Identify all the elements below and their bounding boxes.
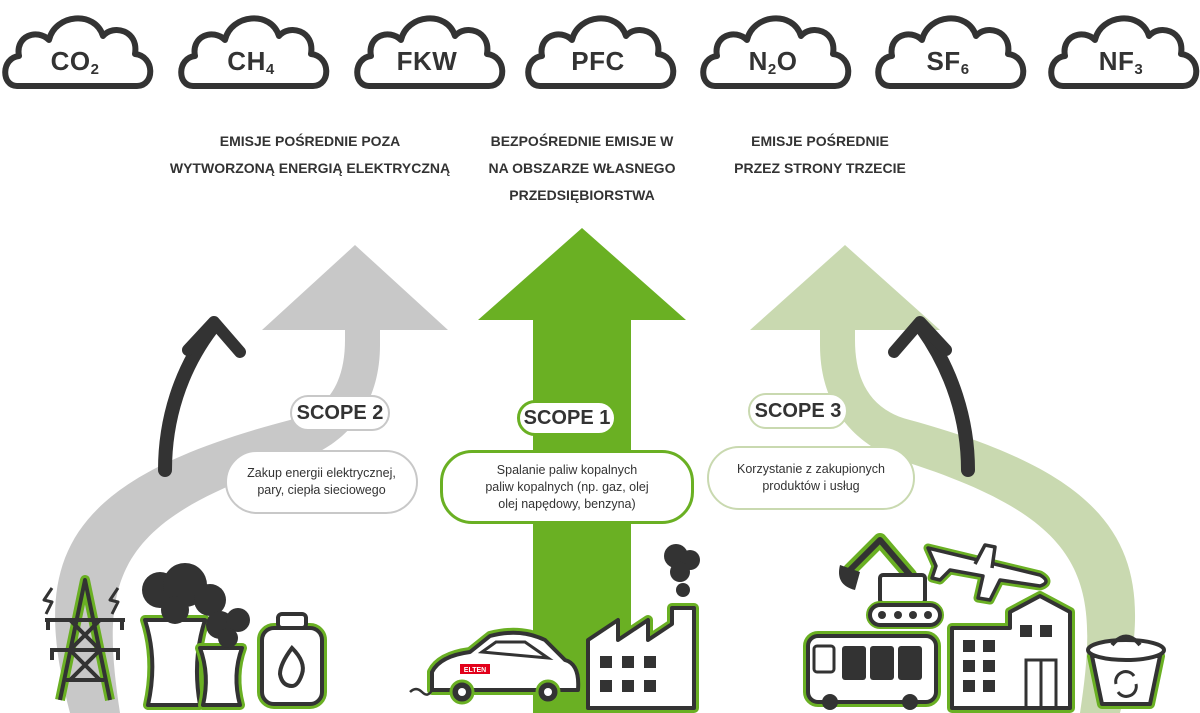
elten-logo: ELTEN <box>464 667 486 674</box>
scope1-description: BEZPOŚREDNIE EMISJE W NA OBSZARZE WŁASNE… <box>460 128 704 209</box>
note-line: Korzystanie z zakupionych <box>737 462 885 476</box>
bus-icon <box>803 631 941 710</box>
scope2-grey-arrow <box>55 245 449 713</box>
gas-formula: CH <box>227 46 266 76</box>
scope2-description: EMISJE POŚREDNIE POZA WYTWORZONĄ ENERGIĄ… <box>160 128 460 182</box>
gas-formula: FKW <box>396 46 458 76</box>
scope2-dark-arrowhead <box>182 316 246 358</box>
gas-label-n2o: N2O <box>703 46 843 78</box>
gas-cylinder-icon <box>257 612 327 709</box>
recycling-bin-icon <box>1086 634 1166 709</box>
gas-label-ch4: CH4 <box>181 46 321 78</box>
car-icon: ELTEN <box>409 627 584 705</box>
scope3-dark-arrowhead <box>888 316 952 358</box>
gas-subscript: 6 <box>960 61 970 78</box>
gas-label-fkw: FKW <box>357 46 497 77</box>
description-line: EMISJE POŚREDNIE <box>751 133 889 149</box>
scope3-description: EMISJE POŚREDNIE PRZEZ STRONY TRZECIE <box>705 128 935 182</box>
note-line: paliw kopalnych (np. gaz, olej <box>485 479 649 494</box>
power-pylon-icon <box>42 575 125 702</box>
gas-label-co2: CO2 <box>5 46 145 78</box>
scope3-label: SCOPE 3 <box>748 393 848 429</box>
office-building-icon <box>947 591 1075 713</box>
gas-subscript: 3 <box>1134 61 1144 78</box>
gas-formula: PFC <box>571 46 625 76</box>
gas-subscript: 2 <box>90 61 100 78</box>
gas-formula: CO <box>50 46 91 76</box>
scope-label-text: SCOPE 1 <box>523 406 611 429</box>
scope-label-text: SCOPE 2 <box>296 401 384 424</box>
gas-label-sf6: SF6 <box>878 46 1018 78</box>
airplane-icon <box>923 543 1051 605</box>
cooling-tower-icon <box>140 563 250 710</box>
gas-formula: NF <box>1098 46 1135 76</box>
gas-label-pfc: PFC <box>528 46 668 77</box>
excavator-icon <box>839 533 944 629</box>
scope3-green-arrow <box>750 245 1136 713</box>
description-line: PRZEDSIĘBIORSTWA <box>509 187 655 203</box>
note-line: pary, ciepła sieciowego <box>257 483 386 497</box>
gas-subscript: 4 <box>265 61 275 78</box>
gas-label-nf3: NF3 <box>1051 46 1191 78</box>
note-line: olej napędowy, benzyna) <box>498 496 636 511</box>
description-line: PRZEZ STRONY TRZECIE <box>734 160 906 176</box>
gas-subscript: 2 <box>767 61 777 78</box>
description-line: WYTWORZONĄ ENERGIĄ ELEKTRYCZNĄ <box>169 160 451 176</box>
description-line: EMISJE POŚREDNIE POZA <box>219 133 401 149</box>
gas-formula-tail: O <box>776 46 798 76</box>
note-line: Zakup energii elektrycznej, <box>247 466 396 480</box>
scope1-label: SCOPE 1 <box>517 400 617 436</box>
scope2-note: Zakup energii elektrycznej, pary, ciepła … <box>225 450 418 514</box>
scope2-label: SCOPE 2 <box>290 395 390 431</box>
gas-formula: N <box>748 46 768 76</box>
factory-icon <box>583 544 700 713</box>
gas-formula: SF <box>926 46 961 76</box>
note-line: Spalanie paliw kopalnych <box>496 462 638 477</box>
scope1-note: Spalanie paliw kopalnych paliw kopalnych … <box>440 450 694 524</box>
description-line: NA OBSZARZE WŁASNEGO <box>488 160 676 176</box>
scope-label-text: SCOPE 3 <box>754 399 842 422</box>
description-line: BEZPOŚREDNIE EMISJE W <box>490 133 674 149</box>
note-line: produktów i usług <box>762 479 860 493</box>
scope3-note: Korzystanie z zakupionych produktów i usł… <box>707 446 915 510</box>
